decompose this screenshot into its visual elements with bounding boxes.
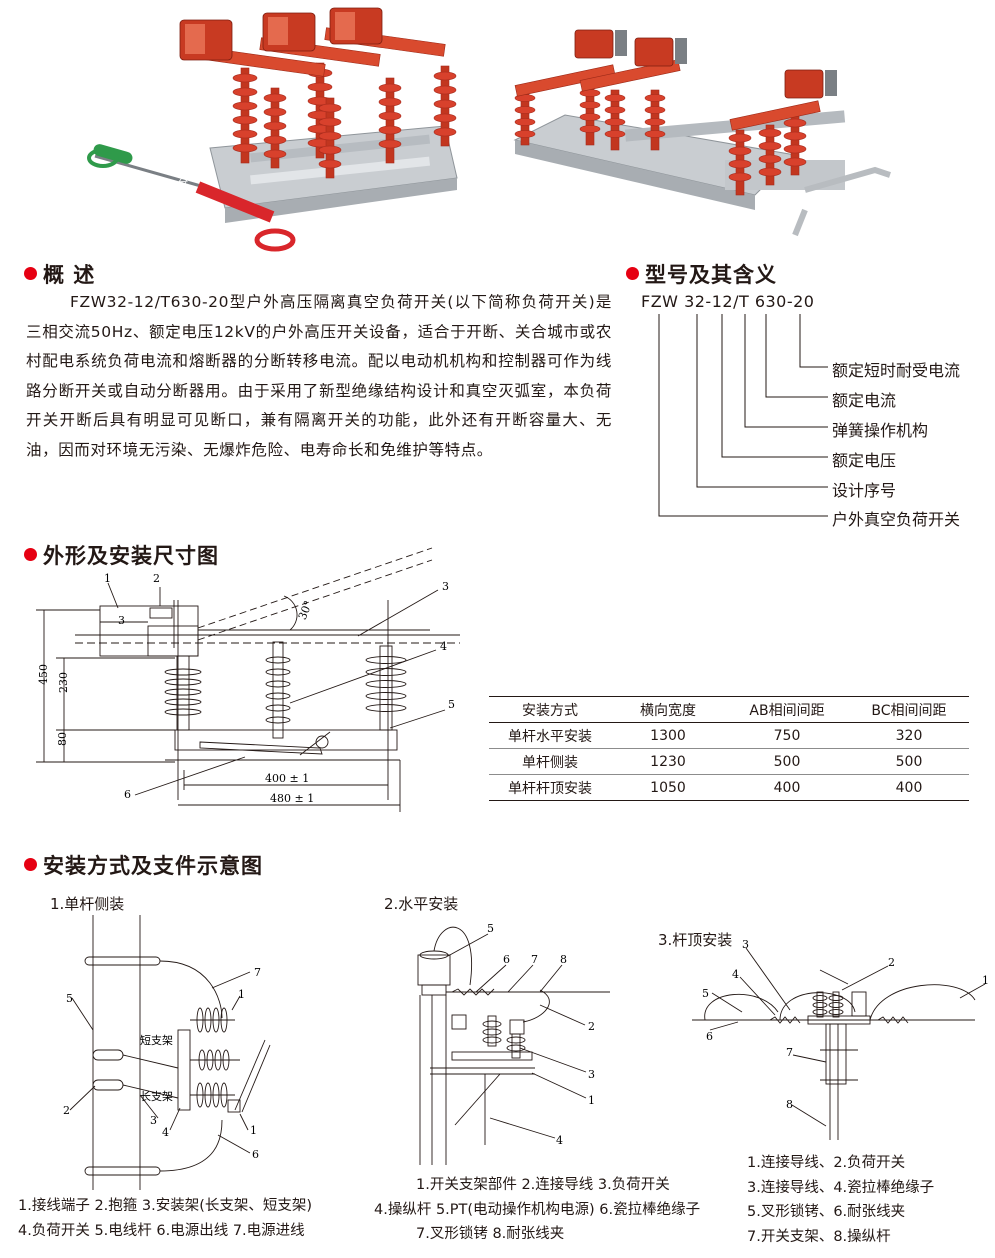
part-number: 3: [150, 1114, 157, 1127]
part-number: 4: [162, 1126, 169, 1139]
overview-paragraph: FZW32-12/T630-20型户外高压隔离真空负荷开关(以下简称负荷开关)是…: [26, 293, 612, 459]
part-number: 1: [588, 1094, 595, 1107]
table-cell: 400: [773, 779, 801, 796]
install-top-title: 3.杆顶安装: [658, 931, 733, 949]
part-number: 2: [153, 572, 160, 585]
table-cell: 单杆侧装: [522, 754, 578, 771]
table-cell: 400: [895, 779, 923, 796]
handle-label-open: 分: [178, 177, 188, 189]
model-code: FZW 32-12/T 630-20: [641, 292, 815, 311]
table-cell: 320: [895, 727, 923, 744]
table-header: 横向宽度: [640, 702, 696, 719]
dim-label-230: 230: [57, 672, 70, 693]
part-number: 4: [440, 640, 447, 653]
model-meaning: 额定短时耐受电流: [832, 361, 961, 380]
table-row: 单杆杆顶安装 1050 400 400: [489, 775, 969, 801]
dim-label-480: 480 ± 1: [270, 792, 314, 805]
part-number: 4: [732, 968, 739, 981]
part-number: 2: [63, 1104, 70, 1117]
part-number: 3: [118, 614, 125, 627]
dimension-heading: 外形及安装尺寸图: [24, 540, 219, 570]
install-side-title: 1.单杆侧装: [50, 895, 125, 913]
table-cell: 1300: [650, 727, 686, 744]
table-cell: 1050: [650, 779, 686, 796]
handle-label-close: 合: [205, 205, 215, 218]
model-meaning: 户外真空负荷开关: [832, 510, 961, 529]
dim-label-450: 450: [37, 664, 50, 685]
side-mount-caption: 1.接线端子 2.抱箍 3.安装架(长支架、短支架) 4.负荷开关 5.电线杆 …: [18, 1198, 313, 1239]
install-horizontal-title: 2.水平安装: [384, 895, 459, 913]
part-number: 6: [124, 788, 131, 801]
table-cell: 单杆水平安装: [508, 728, 592, 745]
table-cell: 750: [773, 727, 801, 744]
part-number: 3: [588, 1068, 595, 1081]
dim-label-400: 400 ± 1: [265, 772, 309, 785]
pole-top-mount-caption: 1.连接导线、2.负荷开关 3.连接导线、4.瓷拉棒绝缘子 5.叉形锁铐、6.耐…: [747, 1155, 935, 1245]
part-number: 3: [742, 938, 749, 951]
overview-heading: 概 述: [24, 259, 95, 289]
model-heading: 型号及其含义: [626, 259, 777, 289]
heading-bullet-icon: [626, 267, 639, 280]
part-number: 5: [702, 987, 709, 1000]
heading-bullet-icon: [24, 858, 37, 871]
part-number: 5: [487, 922, 494, 935]
product-photo-right: [513, 29, 891, 237]
part-number: 3: [442, 580, 449, 593]
part-number: 2: [888, 956, 895, 969]
product-photo-left: 分 合: [87, 7, 458, 252]
table-header: 安装方式: [522, 702, 578, 719]
table-cell: 500: [773, 753, 801, 770]
table-header: BC相间间距: [871, 702, 947, 719]
part-number: 1: [982, 974, 989, 987]
part-number: 1: [104, 572, 111, 585]
part-number: 8: [560, 953, 567, 966]
install-spacing-table: 安装方式 横向宽度 AB相间间距 BC相间间距 单杆水平安装 1300 750 …: [489, 696, 969, 801]
part-number: 6: [706, 1030, 713, 1043]
table-row: 单杆侧装 1230 500 500: [489, 749, 969, 775]
heading-bullet-icon: [24, 267, 37, 280]
part-number: 6: [252, 1148, 259, 1161]
part-number: 7: [531, 953, 538, 966]
part-number: 7: [786, 1046, 793, 1059]
part-number: 7: [254, 966, 261, 979]
long-bracket-label: 长支架: [140, 1090, 173, 1103]
table-header-row: 安装方式 横向宽度 AB相间间距 BC相间间距: [489, 696, 969, 723]
part-number: 1: [250, 1124, 257, 1137]
horizontal-mount-caption: 1.开关支架部件 2.连接导线 3.负荷开关 4.操纵杆 5.PT(电动操作机构…: [374, 1177, 701, 1242]
model-meaning: 设计序号: [832, 481, 897, 500]
part-number: 4: [556, 1134, 563, 1147]
table-row: 单杆水平安装 1300 750 320: [489, 723, 969, 749]
model-meaning: 额定电压: [832, 451, 897, 470]
part-number: 6: [503, 953, 510, 966]
part-number: 5: [66, 992, 73, 1005]
table-cell: 单杆杆顶安装: [508, 780, 592, 797]
install-heading: 安装方式及支件示意图: [24, 850, 263, 880]
heading-bullet-icon: [24, 548, 37, 561]
table-cell: 1230: [650, 753, 686, 770]
part-number: 8: [786, 1098, 793, 1111]
part-number: 1: [238, 988, 245, 1001]
part-number: 5: [448, 698, 455, 711]
dim-label-80: 80: [56, 732, 69, 746]
short-bracket-label: 短支架: [140, 1033, 173, 1047]
part-number: 2: [588, 1020, 595, 1033]
table-cell: 500: [895, 753, 923, 770]
model-meaning: 额定电流: [832, 391, 897, 410]
table-header: AB相间间距: [749, 702, 825, 719]
model-meaning: 弹簧操作机构: [832, 421, 929, 440]
